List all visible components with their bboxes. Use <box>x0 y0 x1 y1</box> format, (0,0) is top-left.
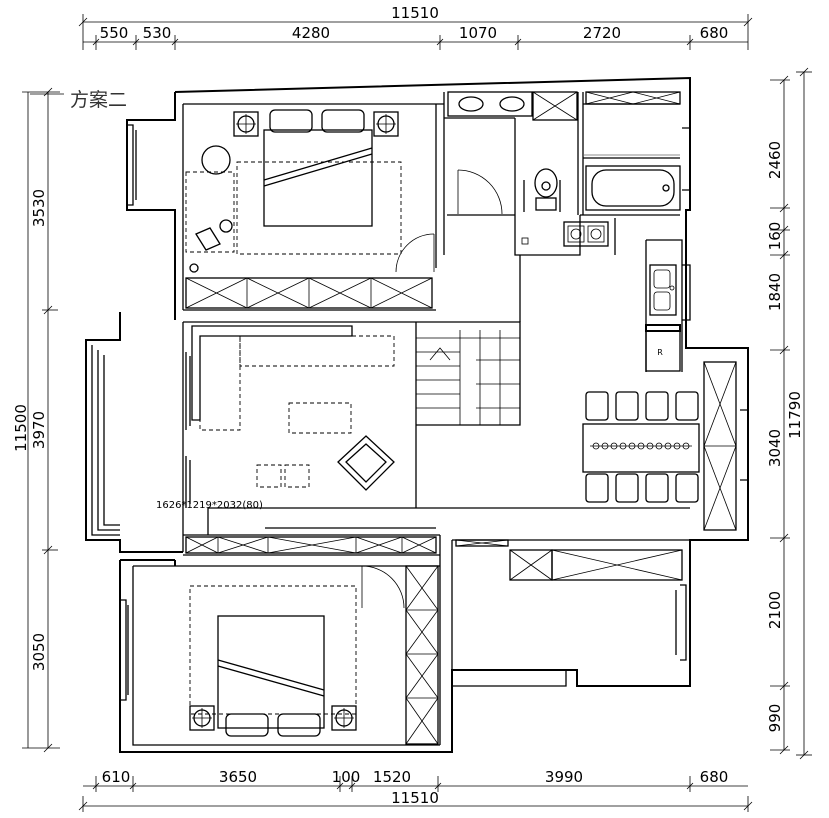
top-dim-4: 1070 <box>459 24 497 42</box>
bottom-total-dim: 11510 <box>391 789 439 807</box>
right-dim-6: 990 <box>766 704 784 733</box>
pillow-right <box>321 109 365 133</box>
bottom-dim-3: 100 <box>332 768 361 786</box>
bathtub-icon <box>585 165 681 211</box>
fridge-icon: R <box>645 324 681 372</box>
left-dim-2: 3970 <box>30 411 48 449</box>
nightstand-lamp-icon <box>331 705 357 731</box>
lower-right-room <box>509 549 683 581</box>
top-dim-5: 2720 <box>583 24 621 42</box>
sofa <box>191 325 353 421</box>
bottom-dim-6: 680 <box>700 768 729 786</box>
sink-icon <box>649 264 677 316</box>
toilet-icon <box>534 168 558 211</box>
pillow-left <box>269 109 313 133</box>
fridge-label: R <box>657 348 663 357</box>
bottom-dimensions: 610 3650 100 1520 3990 680 11510 <box>78 768 753 812</box>
staircase <box>416 330 520 425</box>
master-bed <box>263 129 373 227</box>
shelf <box>585 91 681 105</box>
bottom-dim-4: 1520 <box>373 768 411 786</box>
right-dim-4: 3040 <box>766 429 784 467</box>
right-dim-5: 2100 <box>766 591 784 629</box>
kitchen: R <box>521 221 681 372</box>
pillow-left <box>225 713 269 737</box>
interior-walls <box>132 92 749 746</box>
coffee-table <box>288 402 352 434</box>
second-bedroom <box>189 565 439 745</box>
stool <box>284 464 310 488</box>
bathroom <box>447 91 681 215</box>
outer-walls <box>85 76 749 753</box>
top-dim-3: 4280 <box>292 24 330 42</box>
plan-label: 方案二 <box>70 89 127 111</box>
top-total-dim: 11510 <box>391 4 439 22</box>
bottom-dim-5: 3990 <box>545 768 583 786</box>
nightstand-lamp-icon <box>373 111 399 137</box>
cabinet-row <box>185 536 509 554</box>
dining-table <box>582 423 700 473</box>
round-table-icon <box>201 145 231 175</box>
left-dim-1: 3530 <box>30 189 48 227</box>
top-dim-1: 550 <box>100 24 129 42</box>
wardrobe <box>405 565 439 745</box>
right-dim-1: 2460 <box>766 141 784 179</box>
cabinet <box>532 91 578 121</box>
washbasin-icon <box>447 91 533 117</box>
left-dimensions: 11500 3530 3970 3050 <box>12 87 60 753</box>
master-bedroom <box>185 109 435 309</box>
nightstand-lamp-icon <box>233 111 259 137</box>
dining-area <box>582 361 737 531</box>
plan-label-group: 方案二 <box>30 89 127 111</box>
left-dim-3: 3050 <box>30 633 48 671</box>
pillow-right <box>277 713 321 737</box>
right-dimensions: 2460 160 1840 3040 2100 990 11790 <box>766 67 812 760</box>
armchair-icon <box>337 435 395 491</box>
top-dim-6: 680 <box>700 24 729 42</box>
right-dim-3: 1840 <box>766 273 784 311</box>
chair-icon <box>195 227 221 251</box>
second-bed <box>217 615 325 729</box>
top-dim-2: 530 <box>143 24 172 42</box>
dining-chairs <box>585 391 699 503</box>
right-total-dim: 11790 <box>786 391 804 439</box>
left-total-dim: 11500 <box>12 404 30 452</box>
bottom-dim-1: 610 <box>102 768 131 786</box>
door-size-note: 1626*1219*2032(80) <box>156 500 263 511</box>
right-dim-2: 160 <box>766 222 784 251</box>
top-dimensions: 11510 550 530 4280 1070 2720 680 <box>78 4 753 50</box>
wardrobe <box>551 549 683 581</box>
bottom-dim-2: 3650 <box>219 768 257 786</box>
nightstand-lamp-icon <box>189 705 215 731</box>
stool <box>256 464 282 488</box>
living-room: 1626*1219*2032(80) <box>156 325 395 511</box>
stove-icon <box>563 221 609 247</box>
